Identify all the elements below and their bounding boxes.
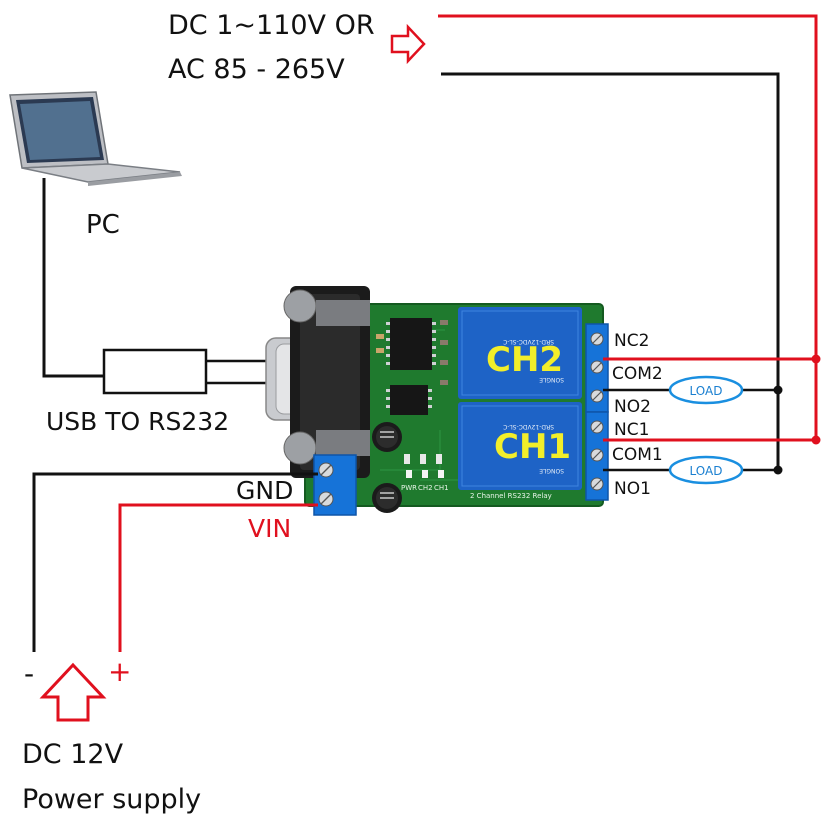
live-junction-bottom xyxy=(811,435,821,445)
terminal-com1: COM1 xyxy=(612,445,663,465)
terminal-no1: NO1 xyxy=(614,479,651,499)
power-input-arrow-icon xyxy=(39,662,107,722)
relay-ch2-brand: SONGLE xyxy=(539,376,564,383)
input-label-line2: AC 85 - 265V xyxy=(168,54,345,85)
terminal-nc2: NC2 xyxy=(614,331,649,351)
gnd-label: GND xyxy=(236,476,293,505)
terminal-screw-slots xyxy=(592,334,602,489)
power-supply-line2: Power supply xyxy=(22,784,201,815)
vin-label: VIN xyxy=(248,514,291,543)
load-ch1: LOAD xyxy=(668,455,744,485)
pc-label: PC xyxy=(86,210,120,240)
board-silkscreen: 2 Channel RS232 Relay xyxy=(470,492,552,500)
relay-ch2-model: SRD-12VDC-SL-C xyxy=(503,338,554,345)
relay-ch2: SRD-12VDC-SL-C SONGLE CH2 xyxy=(458,307,582,399)
pc-usb-cable xyxy=(42,178,104,378)
terminal-com2: COM2 xyxy=(612,364,663,384)
neutral-junction-bottom xyxy=(773,465,783,475)
input-label-line1: DC 1~110V OR xyxy=(168,10,375,41)
gnd-wire xyxy=(32,472,318,652)
relay-ch1-model: SRD-12VDC-SL-C xyxy=(503,423,554,430)
led-label-pwr: PWR xyxy=(401,484,417,492)
power-minus-label: - xyxy=(24,657,34,690)
terminal-no2: NO2 xyxy=(614,397,651,417)
neutral-junction-top xyxy=(773,385,783,395)
usb-adapter xyxy=(102,348,208,395)
live-junction-top xyxy=(811,354,821,364)
live-wire-top xyxy=(438,14,818,440)
ic-chip-main xyxy=(386,318,436,370)
terminal-nc1: NC1 xyxy=(614,420,649,440)
ch2-label: CH2 xyxy=(486,340,563,380)
power-plus-label: + xyxy=(108,655,131,688)
load-ch1-label: LOAD xyxy=(690,464,723,478)
relay-ch1: SRD-12VDC-SL-C SONGLE CH1 xyxy=(458,402,582,490)
db9-connector xyxy=(265,286,370,478)
power-terminal-block xyxy=(313,454,357,516)
smd-components xyxy=(376,320,448,464)
capacitor-bottom xyxy=(372,483,402,513)
led-label-ch1: CH1 xyxy=(434,484,449,492)
status-leds xyxy=(406,470,444,478)
vin-wire xyxy=(118,503,318,652)
laptop-icon xyxy=(9,91,182,186)
led-label-ch2: CH2 xyxy=(418,484,433,492)
load-ch2-label: LOAD xyxy=(690,384,723,398)
relay-board: PWR CH2 CH1 SRD-12VDC-SL-C SONGLE CH2 SR… xyxy=(265,286,609,516)
ic-chip-secondary xyxy=(386,385,432,415)
capacitor-top xyxy=(372,422,402,452)
input-arrow-icon xyxy=(390,23,426,65)
relay-ch1-brand: SONGLE xyxy=(539,467,564,474)
neutral-wire-top xyxy=(441,72,780,470)
power-supply-line1: DC 12V xyxy=(22,739,124,770)
usb-label: USB TO RS232 xyxy=(46,407,229,436)
ch1-label: CH1 xyxy=(494,427,571,467)
load-ch2: LOAD xyxy=(668,375,744,405)
